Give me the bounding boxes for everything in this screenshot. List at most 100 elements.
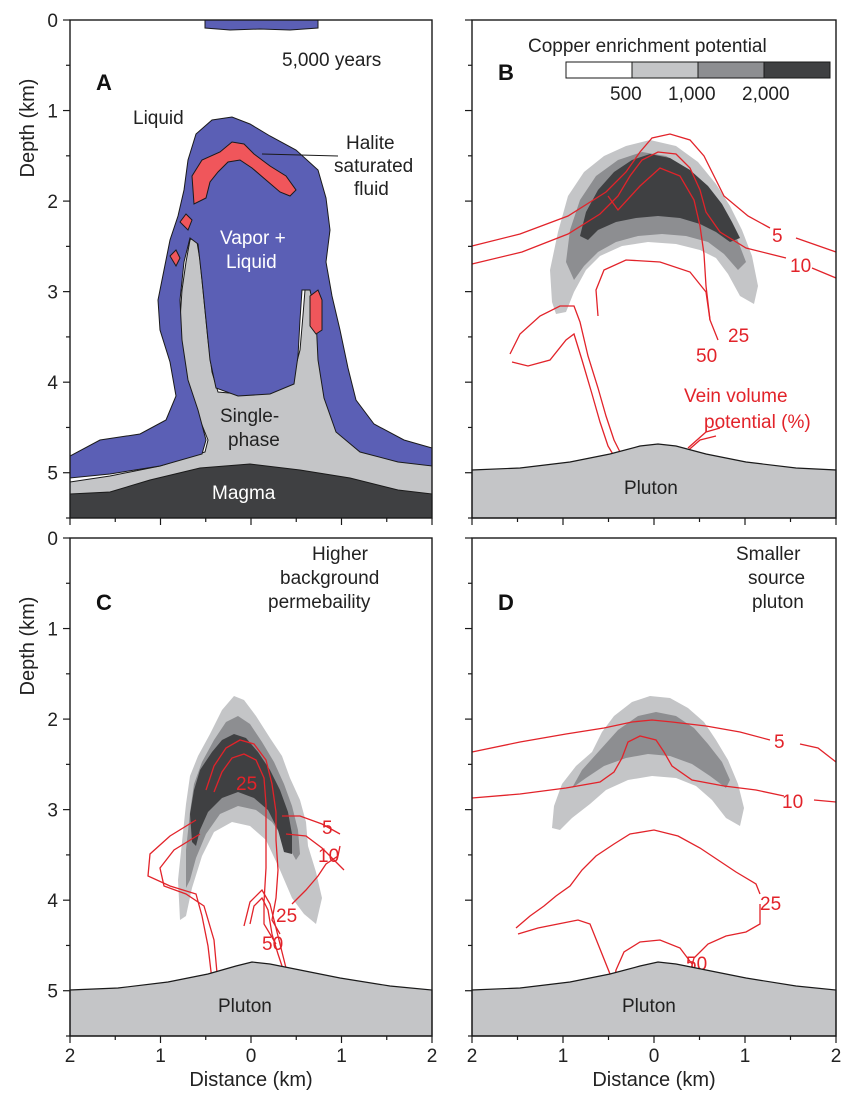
- pluton-d: [471, 961, 837, 1037]
- vein-contour-inner-b: [509, 305, 621, 453]
- vein-label-10-c: 10: [318, 846, 339, 867]
- x-tick-label-c: 1: [155, 1046, 166, 1067]
- vapor-label-1: Vapor +: [220, 228, 286, 249]
- panel-c: 25 5 10 25 50 Pluton C Higher background…: [69, 537, 433, 1037]
- vein-contour-inner-b-2: [511, 332, 615, 457]
- vein-contour-10-d: [471, 735, 785, 799]
- y-tick-label-a: 3: [47, 283, 58, 304]
- vein-contour-outer-c: [291, 845, 341, 905]
- copper-zone-high-b: [580, 154, 740, 242]
- halite-leader-line: [261, 153, 339, 157]
- vein-contour-5-c-right: [282, 815, 341, 835]
- panel-c-note-3: permebaility: [268, 592, 371, 613]
- vein-contour-10-b-right: [811, 267, 837, 279]
- vein-contour-5-b: [471, 133, 771, 247]
- vein-contour-5-c: [147, 819, 213, 1012]
- vein-contour-25-c: [205, 739, 281, 935]
- copper-zone-low-d: [552, 696, 744, 830]
- legend-swatch-2: [697, 61, 765, 79]
- panel-d-note-1: Smaller: [736, 544, 801, 565]
- y-tick-label-a: 0: [47, 11, 58, 32]
- legend-title: Copper enrichment potential: [528, 36, 767, 57]
- x-tick-label-c: 0: [246, 1046, 257, 1067]
- panel-d-letter: D: [498, 590, 514, 615]
- pluton-label-c: Pluton: [218, 996, 272, 1017]
- vein-contour-50-b: [595, 259, 711, 321]
- vein-contour-25-c-inner: [213, 753, 277, 945]
- vein-label-25-d: 25: [760, 894, 781, 915]
- vein-contour-5-d-right: [799, 743, 837, 763]
- vein-label-5-b: 5: [772, 226, 783, 247]
- vein-contour-5-b-right: [795, 237, 837, 253]
- pluton-b: [471, 443, 837, 519]
- panel-c-note-2: background: [280, 568, 379, 589]
- panel-d-note-2: source: [748, 568, 805, 589]
- vein-label-25-c: 25: [276, 906, 297, 927]
- single-phase-label-2: phase: [228, 430, 280, 451]
- halite-region-left: [179, 213, 193, 231]
- x-tick-label-c: 2: [427, 1046, 438, 1067]
- x-tick-label-d: 1: [740, 1046, 751, 1067]
- panel-c-note-1: Higher: [312, 544, 369, 565]
- panel-d-note-3: pluton: [752, 592, 804, 613]
- halite-region-right: [309, 289, 323, 335]
- vein-label-50-b: 50: [696, 346, 717, 367]
- single-phase-label-1: Single-: [220, 406, 279, 427]
- y-axis-title-top: Depth (km): [17, 79, 39, 178]
- halite-label-1: Halite: [346, 133, 395, 154]
- vein-label-5-c: 5: [322, 818, 333, 839]
- legend-label-500: 500: [610, 84, 642, 105]
- y-tick-label-c: 4: [47, 891, 58, 912]
- x-axis-title-right: Distance (km): [592, 1069, 715, 1091]
- panel-c-letter: C: [96, 590, 112, 615]
- halite-label-3: fluid: [354, 179, 389, 200]
- vein-label-50-c: 50: [262, 934, 283, 955]
- vein-contour-leader-b: [687, 427, 721, 449]
- vein-contour-10-c-right: [285, 833, 345, 871]
- halite-label-2: saturated: [334, 156, 413, 177]
- x-tick-label-c: 1: [336, 1046, 347, 1067]
- vein-label-2: potential (%): [704, 412, 811, 433]
- x-tick-label-d: 2: [831, 1046, 842, 1067]
- panel-d: 5 10 25 50 Pluton D Smaller source pluto…: [471, 537, 837, 1037]
- y-tick-label-a: 1: [47, 102, 58, 123]
- vein-label-25-c-top: 25: [236, 774, 257, 795]
- y-tick-label-a: 5: [47, 464, 58, 485]
- liquid-label: Liquid: [133, 108, 184, 129]
- legend-swatch-0: [565, 61, 633, 79]
- vapor-liquid-top: [204, 19, 319, 31]
- x-tick-label-c: 2: [65, 1046, 76, 1067]
- pluton-c: [69, 961, 433, 1037]
- y-tick-label-c: 3: [47, 801, 58, 822]
- panel-b: 5 10 25 50 Vein volume potential (%) Plu…: [471, 19, 837, 519]
- vein-contour-5-d: [471, 719, 771, 753]
- y-tick-label-c: 0: [47, 529, 58, 550]
- halite-region-left-2: [169, 249, 181, 268]
- panel-a: 5,000 years A Liquid Halite saturated fl…: [69, 19, 433, 519]
- y-tick-label-a: 4: [47, 373, 58, 394]
- vein-label-10-d: 10: [782, 792, 803, 813]
- panel-a-letter: A: [96, 70, 112, 95]
- vein-label-25-b: 25: [728, 326, 749, 347]
- pluton-label-b: Pluton: [624, 478, 678, 499]
- vein-label-1: Vein volume: [684, 386, 788, 407]
- vein-contour-10-d-right: [813, 799, 837, 803]
- x-tick-label-d: 0: [649, 1046, 660, 1067]
- x-axis-title-left: Distance (km): [189, 1069, 312, 1091]
- x-tick-label-d: 1: [558, 1046, 569, 1067]
- panel-a-time: 5,000 years: [282, 50, 381, 71]
- vein-label-10-b: 10: [790, 256, 811, 277]
- legend-label-2000: 2,000: [742, 84, 790, 105]
- legend-swatch-1: [631, 61, 699, 79]
- y-axis-title-bottom: Depth (km): [17, 597, 39, 696]
- y-tick-label-c: 1: [47, 620, 58, 641]
- vein-label-5-d: 5: [774, 732, 785, 753]
- y-tick-label-c: 2: [47, 710, 58, 731]
- x-tick-label-d: 2: [467, 1046, 478, 1067]
- pluton-label-d: Pluton: [622, 996, 676, 1017]
- y-tick-label-c: 5: [47, 982, 58, 1003]
- y-tick-label-a: 2: [47, 192, 58, 213]
- panel-b-letter: B: [498, 60, 514, 85]
